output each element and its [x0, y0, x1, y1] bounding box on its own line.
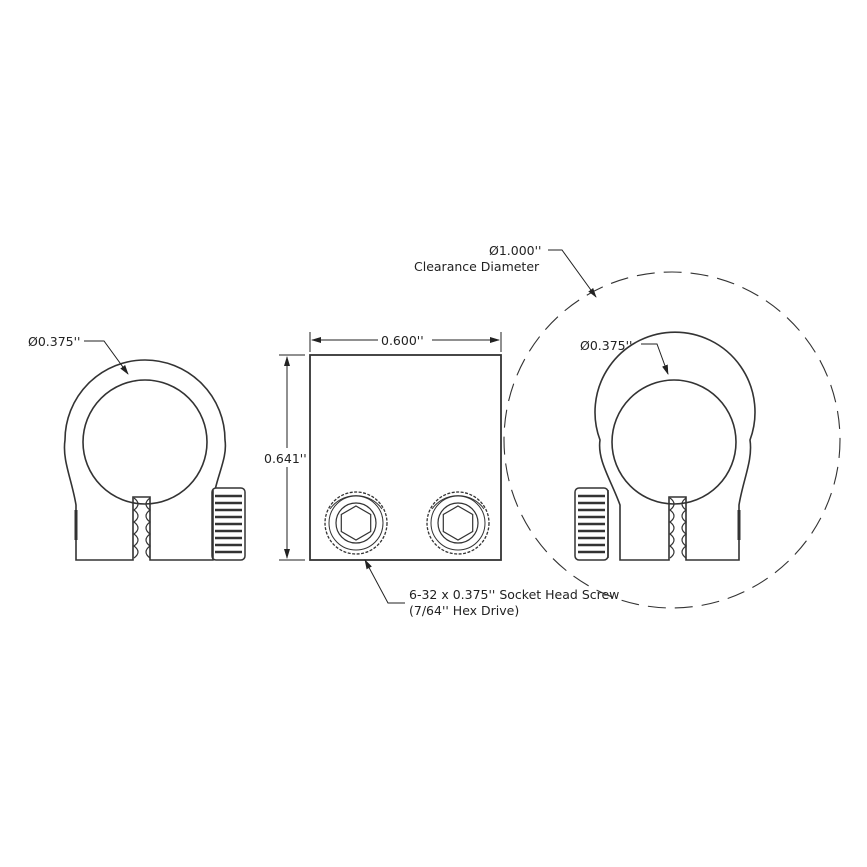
height-dimension-label: 0.641'': [264, 451, 307, 466]
screw-callout-line2: (7/64'' Hex Drive): [409, 603, 520, 618]
clearance-circle: [503, 271, 841, 609]
width-dimension-label: 0.600'': [381, 333, 424, 348]
front-view-block: [309, 354, 502, 561]
clearance-diameter-value: Ø1.000'': [489, 243, 542, 258]
width-dimension: [309, 332, 502, 352]
left-bore-diameter-label: Ø0.375'': [28, 334, 81, 349]
right-bore-diameter-label: Ø0.375'': [580, 338, 633, 353]
screw-callout-line1: 6-32 x 0.375'' Socket Head Screw: [409, 587, 620, 602]
clearance-leader: [548, 249, 597, 298]
left-clamp-view: [63, 359, 247, 562]
screw-leader: [364, 559, 405, 604]
clearance-diameter-text: Clearance Diameter: [414, 259, 540, 274]
height-dimension: [279, 354, 305, 561]
right-clamp-view: [573, 331, 756, 562]
right-bore-leader: [641, 343, 669, 375]
left-bore-leader: [84, 340, 129, 375]
